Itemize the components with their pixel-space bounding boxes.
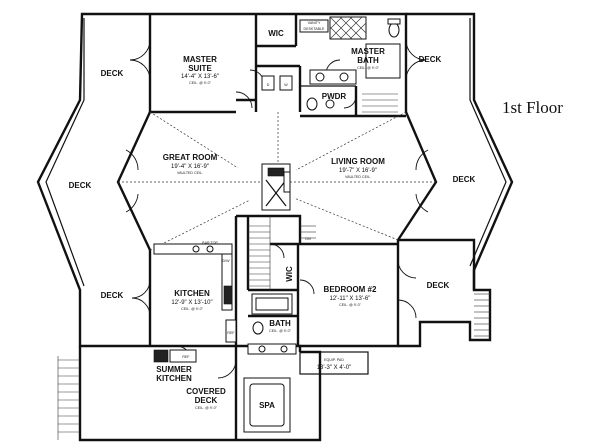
great-room-name: GREAT ROOM (163, 153, 218, 162)
fixtures (153, 16, 401, 433)
vanity-label: VANITY (308, 21, 321, 25)
door-swings (125, 39, 429, 379)
wic-top-label: WIC (268, 29, 284, 38)
wd-w-label: W (284, 83, 288, 87)
floor-title: 1st Floor (502, 98, 563, 117)
pwdr-label: PWDR (322, 92, 347, 101)
dn-label: DN (305, 237, 311, 241)
wic-bed-label: WIC (285, 266, 294, 282)
dw-label: D/W (223, 259, 231, 263)
master-bath-name: MASTER (351, 47, 385, 56)
bar-top-label: BAR TOP (202, 241, 218, 245)
covered-deck-name: COVERED (186, 387, 226, 396)
deck-low-left-label: DECK (101, 291, 124, 300)
living-room-ceil: VAULTED CEIL. (345, 175, 371, 179)
wd-d-label: D (267, 83, 270, 87)
deck-top-left-label: DECK (101, 69, 124, 78)
living-room-name: LIVING ROOM (331, 157, 385, 166)
ref-summer-label: REF (182, 355, 190, 359)
equip-pad-name: EQUIP. PAD (324, 358, 344, 362)
vanity-label2: DESKTABLE (304, 27, 326, 31)
kitchen-name: KITCHEN (174, 289, 210, 298)
kitchen-ceil: CEIL. @ 9'-0" (181, 307, 204, 311)
bedroom2-name: BEDROOM #2 (324, 285, 377, 294)
covered-deck-ceil: CEIL. @ 9'-0" (195, 406, 218, 410)
master-bath-ceil: CEIL. @ 9'-0" (357, 66, 380, 70)
great-room-ceil: VAULTED CEIL. (177, 171, 203, 175)
kitchen-dims: 12'-9" X 13'-10" (171, 300, 212, 306)
summer-kitchen-name2: KITCHEN (156, 374, 192, 383)
bath-ceil: CEIL. @ 9'-0" (269, 329, 292, 333)
ref-label: REF (227, 331, 235, 335)
summer-kitchen-name: SUMMER (156, 365, 192, 374)
deck-mid-right-label: DECK (453, 175, 476, 184)
master-bath-name2: BATH (357, 56, 379, 65)
center-stairs (248, 216, 316, 290)
covered-deck-name2: DECK (195, 396, 218, 405)
living-room-dims: 19'-7" X 16'-9" (339, 168, 377, 174)
great-room-dims: 19'-4" X 16'-9" (171, 164, 209, 170)
master-suite-name: MASTER (183, 55, 217, 64)
bedroom2-ceil: CEIL. @ 9'-0" (339, 303, 362, 307)
equip-pad-dims: 13'-3" X 4'-0" (317, 365, 352, 371)
master-suite-dims: 14'-4" X 13'-6" (181, 74, 219, 80)
master-suite-ceil: CEIL. @ 9'-0" (189, 81, 212, 85)
spa-label: SPA (259, 401, 275, 410)
bedroom2-dims: 12'-11" X 13'-6" (330, 296, 371, 302)
deck-top-right-label: DECK (419, 55, 442, 64)
bath-name: BATH (269, 319, 291, 328)
labels: 1st Floor DECK DECK DECK DECK DECK DECK … (69, 21, 564, 410)
master-suite-name2: SUITE (188, 64, 212, 73)
deck-mid-left-label: DECK (69, 181, 92, 190)
deck-low-right-label: DECK (427, 281, 450, 290)
